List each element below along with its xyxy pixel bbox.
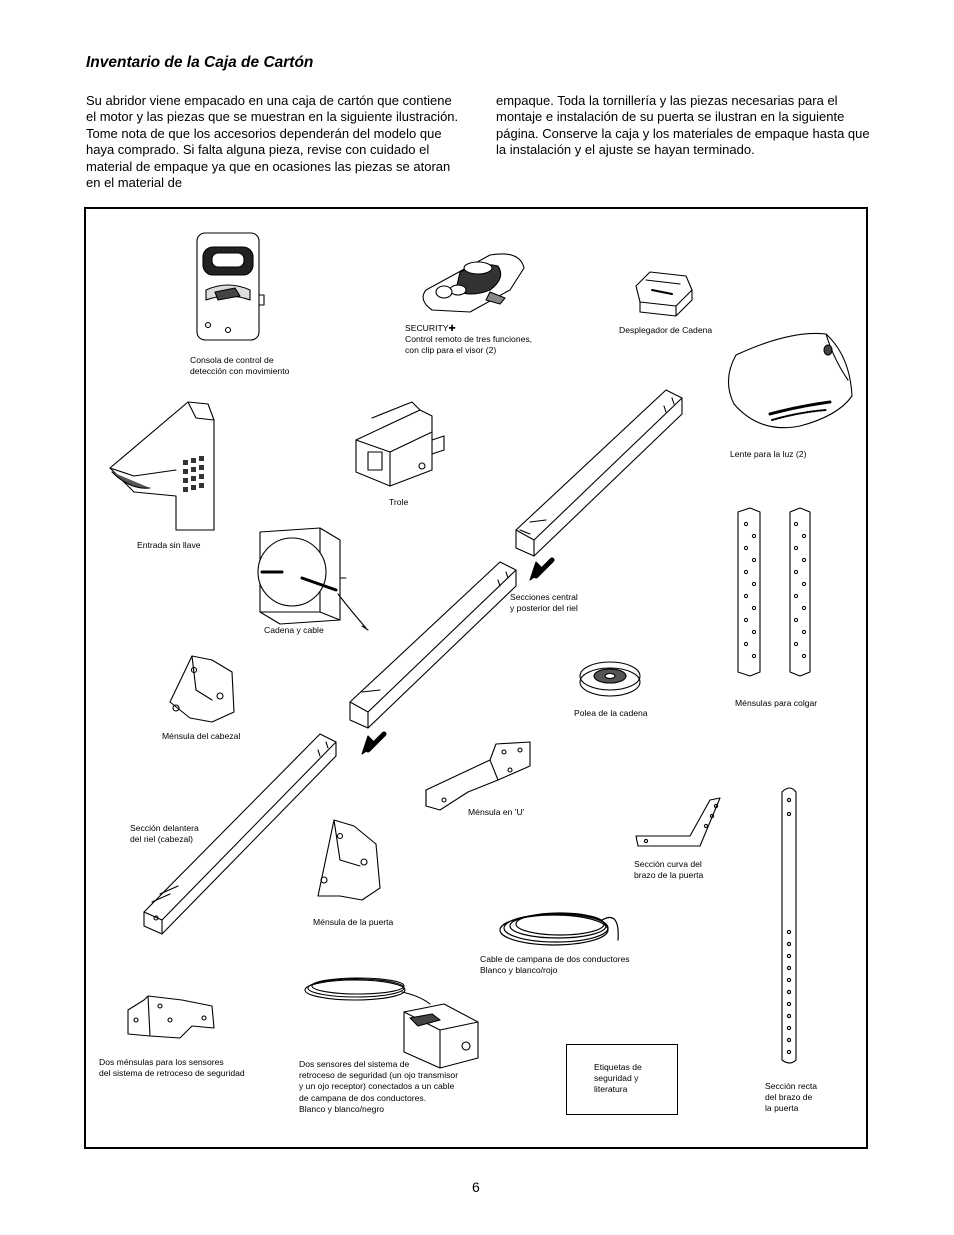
label-header-bracket: Ménsula del cabezal — [162, 731, 241, 741]
label-door-bracket: Ménsula de la puerta — [313, 917, 394, 927]
header-bracket-drawing — [169, 655, 235, 723]
label-remote: SECURITY✚Control remoto de tres funcione… — [405, 323, 533, 356]
straight-arm-drawing — [781, 787, 797, 1064]
sensor-brackets-drawing — [127, 995, 215, 1039]
label-hanging-brackets: Ménsulas para colgar — [735, 698, 818, 708]
arrow-rear-head — [529, 561, 545, 581]
safety-labels-box — [566, 1044, 678, 1115]
safety-sensors-drawing — [304, 977, 479, 1069]
arrow-front-head — [361, 735, 377, 755]
bell-wire-drawing — [499, 912, 619, 946]
trolley-drawing — [355, 401, 445, 487]
chain-spreader-drawing — [635, 271, 693, 317]
label-keyless-entry: Entrada sin llave — [137, 540, 201, 550]
hanging-brackets-drawing — [737, 507, 811, 677]
keyless-entry-drawing — [109, 401, 215, 531]
sprocket-drawing — [579, 661, 641, 697]
light-lens-drawing — [727, 332, 853, 429]
front-rail-drawing — [143, 733, 337, 935]
rail-center-drawing — [349, 561, 517, 729]
label-chain-spreader: Desplegador de Cadena — [619, 325, 713, 335]
label-light-lens: Lente para la luz (2) — [730, 449, 807, 459]
chain-cable-drawing — [257, 527, 369, 631]
label-chain-cable: Cadena y cable — [264, 625, 324, 635]
intro-column-2: empaque. Toda la tornillería y las pieza… — [496, 93, 870, 158]
inventory-frame — [84, 207, 868, 1149]
door-bracket-drawing — [317, 819, 381, 901]
u-bracket-drawing — [425, 741, 531, 811]
page-number: 6 — [472, 1179, 480, 1195]
label-trolley: Trole — [389, 497, 409, 507]
curved-arm-drawing — [635, 797, 721, 847]
label-sprocket: Polea de la cadena — [574, 708, 648, 718]
remote-drawing — [422, 253, 525, 313]
page-heading: Inventario de la Caja de Cartón — [86, 54, 314, 71]
console-drawing — [196, 232, 265, 341]
label-u-bracket: Ménsula en 'U' — [468, 807, 525, 817]
intro-column-1: Su abridor viene empacado en una caja de… — [86, 93, 459, 191]
rail-rear-drawing — [515, 389, 683, 557]
